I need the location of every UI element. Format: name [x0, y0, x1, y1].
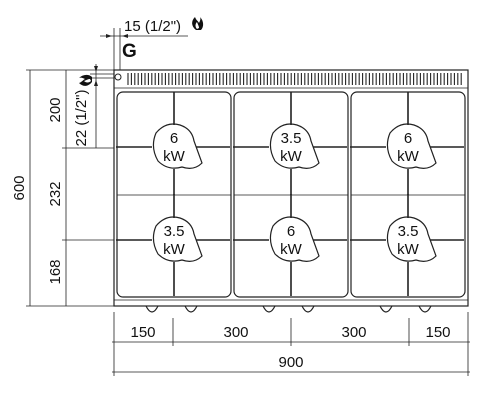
burner-power-label: 6	[170, 130, 178, 147]
burner-unit-label: kW	[280, 241, 303, 258]
depth-seg2-label: 232	[47, 181, 64, 206]
burner-power-label: 6	[404, 130, 412, 147]
burner-unit-label: kW	[397, 148, 420, 165]
total-width-label: 900	[278, 354, 303, 371]
burner-power-label: 3.5	[281, 130, 302, 147]
connection-label: G	[122, 41, 137, 62]
burner: 3.5 kW	[233, 92, 347, 195]
burner: 3.5 kW	[350, 194, 464, 296]
burner-unit-label: kW	[163, 241, 186, 258]
burner-unit-label: kW	[280, 148, 303, 165]
top-gas-dimension: 15 (1/2")	[100, 17, 204, 70]
side-gas-dim-label: 22 (1/2")	[73, 89, 90, 146]
flame-icon	[192, 17, 204, 30]
total-depth-label: 600	[11, 175, 28, 200]
width-seg3-label: 300	[341, 324, 366, 341]
feet	[145, 305, 432, 313]
bottom-dimensions: 150 300 300 150 900	[112, 312, 470, 376]
width-seg2-label: 300	[223, 324, 248, 341]
burner-power-label: 6	[287, 223, 295, 240]
top-dim-label: 15 (1/2")	[124, 18, 181, 35]
width-seg4-label: 150	[425, 324, 450, 341]
depth-seg1-label: 200	[47, 97, 64, 122]
burner: 6 kW	[116, 92, 230, 195]
width-seg1-label: 150	[130, 324, 155, 341]
burner: 3.5 kW	[116, 194, 230, 296]
rear-vent	[127, 73, 462, 85]
burner-power-label: 3.5	[398, 223, 419, 240]
burner-unit-label: kW	[163, 148, 186, 165]
burner-unit-label: kW	[397, 241, 420, 258]
depth-seg3-label: 168	[47, 259, 64, 284]
left-dimensions: 600 200 232 168 22 (1/2")	[11, 64, 114, 307]
burner: 6 kW	[233, 194, 347, 296]
burner: 6 kW	[350, 92, 464, 195]
burner-power-label: 3.5	[164, 223, 185, 240]
flame-icon	[79, 74, 92, 86]
